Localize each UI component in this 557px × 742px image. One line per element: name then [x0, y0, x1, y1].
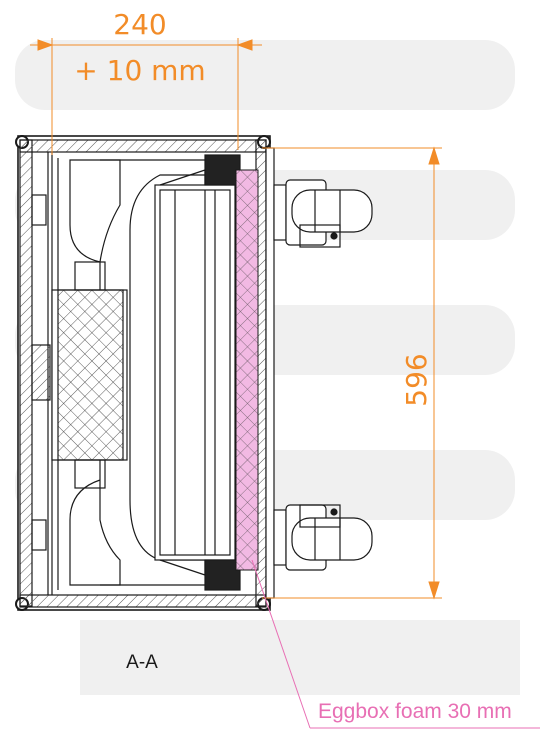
height-value: 596: [400, 353, 433, 406]
callout-text: Eggbox foam 30 mm: [318, 700, 512, 723]
section-label: A-A: [126, 652, 158, 673]
case-section: [15, 135, 271, 611]
height-dimension: [262, 146, 442, 600]
caster-assembly: [265, 147, 373, 599]
width-tolerance: + 10 mm: [74, 54, 205, 87]
width-dimension: [30, 38, 262, 155]
width-value: 240: [113, 8, 166, 41]
eggbox-foam: [235, 169, 259, 571]
callout-leader: [251, 559, 540, 729]
